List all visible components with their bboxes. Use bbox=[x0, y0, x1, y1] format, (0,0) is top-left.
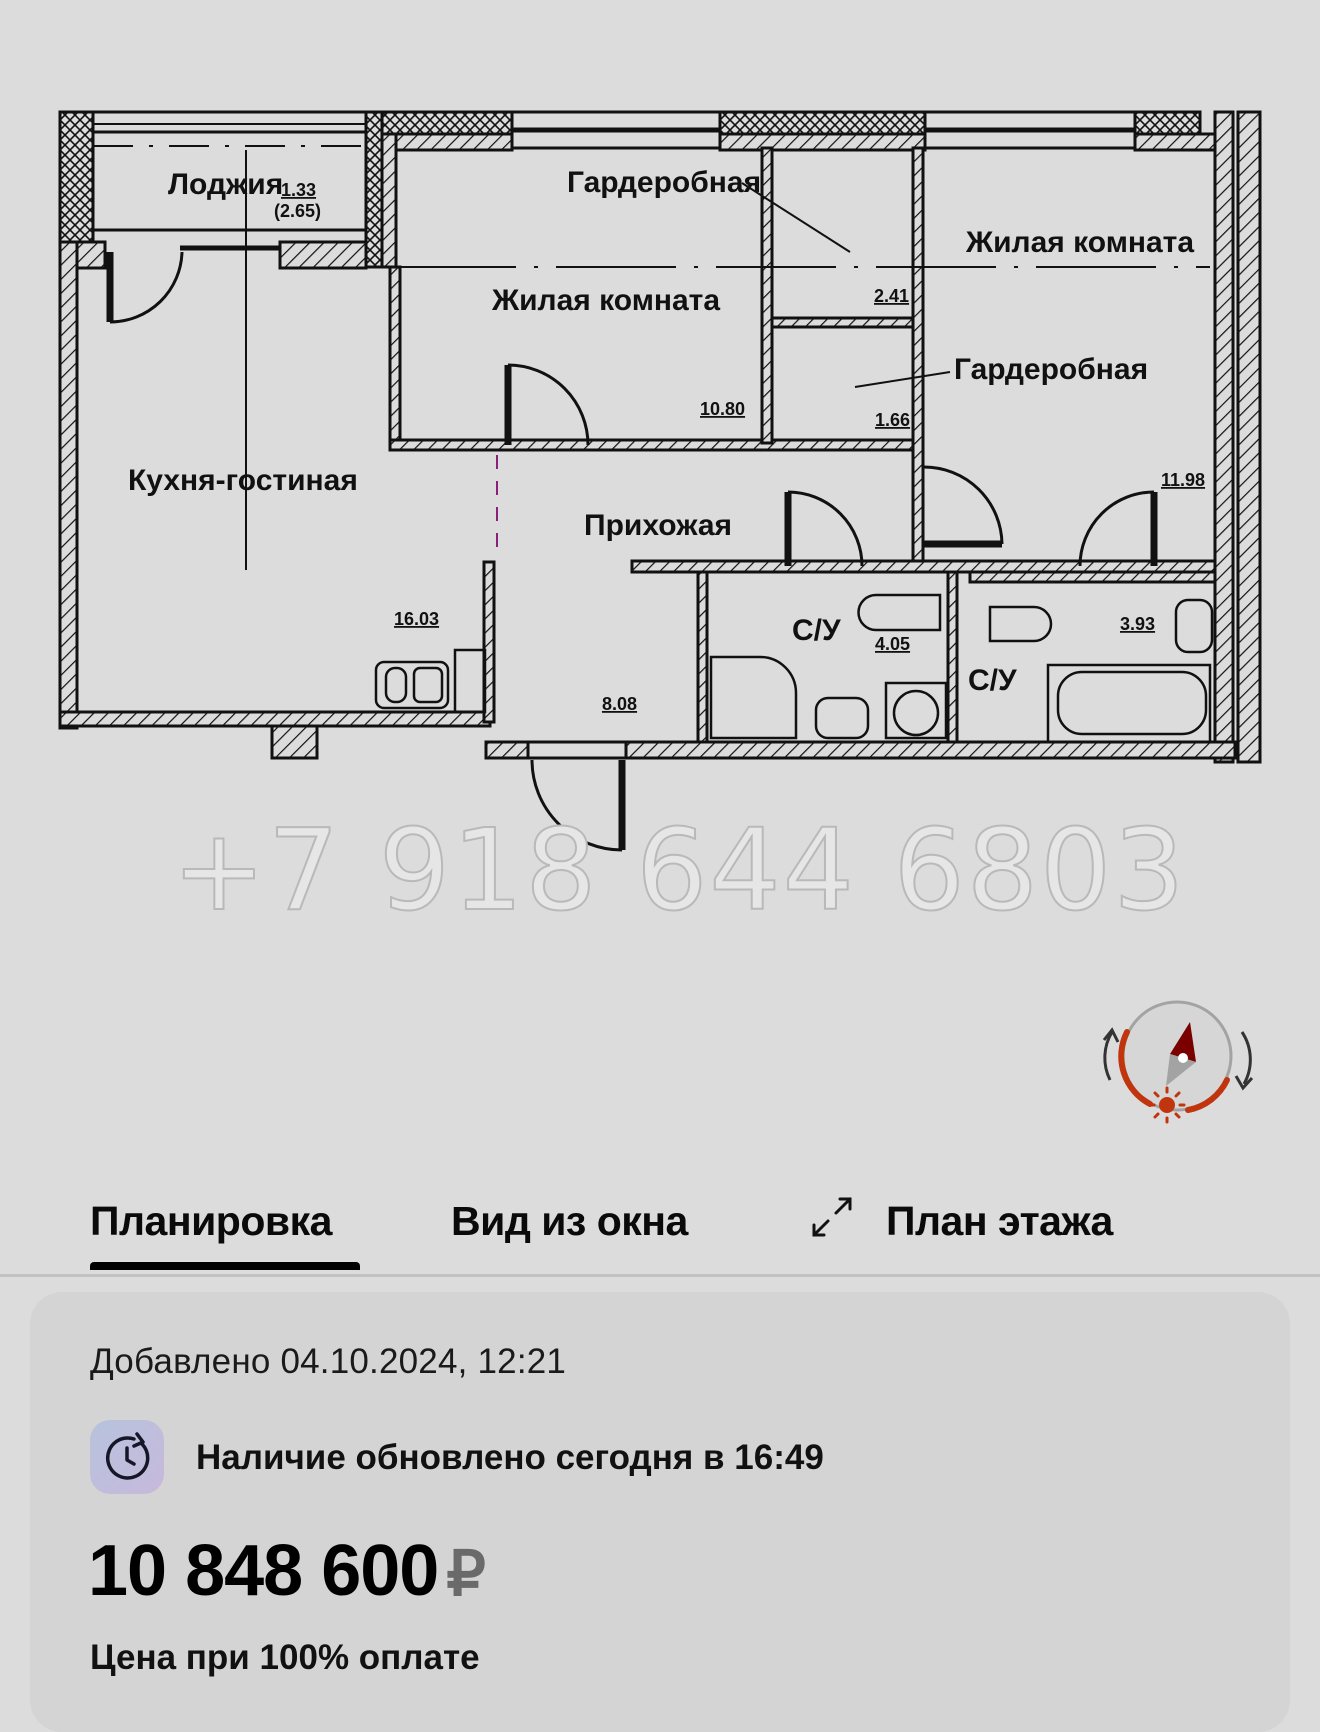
room-bedroom2-label: Жилая комната bbox=[965, 226, 1194, 259]
price-note: Цена при 100% оплате bbox=[90, 1638, 480, 1677]
clock-refresh-icon bbox=[106, 1432, 150, 1480]
phone-watermark: +7 918 644 6803 bbox=[171, 806, 1187, 936]
room-bath2-area: 3.93 bbox=[1120, 614, 1155, 634]
tab-layout[interactable]: Планировка bbox=[90, 1198, 332, 1244]
room-loggia-area-extra: (2.65) bbox=[274, 201, 321, 221]
expand-icon[interactable] bbox=[808, 1193, 856, 1241]
room-wardrobe1-area: 2.41 bbox=[874, 286, 909, 306]
room-wardrobe2-area: 1.66 bbox=[875, 410, 910, 430]
fixtures bbox=[374, 593, 1214, 744]
room-bedroom1-area: 10.80 bbox=[700, 399, 745, 419]
currency-symbol: ₽ bbox=[446, 1540, 485, 1609]
doors bbox=[93, 145, 1210, 852]
availability-badge bbox=[90, 1420, 164, 1494]
price: 10 848 600₽ bbox=[88, 1530, 486, 1612]
walls bbox=[58, 110, 1262, 764]
room-bath1-area: 4.05 bbox=[875, 634, 910, 654]
room-labels: Лоджия 1.33 (2.65) Кухня-гостиная 16.03 … bbox=[128, 166, 1205, 714]
compass-icon[interactable] bbox=[1092, 992, 1262, 1132]
room-bedroom2-area: 11.98 bbox=[1161, 470, 1205, 490]
tab-bar: Планировка Вид из окна План этажа bbox=[0, 1180, 1320, 1276]
room-loggia-label: Лоджия bbox=[168, 168, 283, 201]
tab-floor-plan[interactable]: План этажа bbox=[886, 1198, 1113, 1244]
tab-active-indicator bbox=[90, 1262, 360, 1270]
floor-plan[interactable]: Лоджия 1.33 (2.65) Кухня-гостиная 16.03 … bbox=[0, 0, 1320, 1000]
room-kitchen-area: 16.03 bbox=[394, 609, 439, 629]
availability-updated: Наличие обновлено сегодня в 16:49 bbox=[196, 1438, 824, 1477]
price-value: 10 848 600 bbox=[88, 1531, 439, 1611]
room-loggia-area: 1.33 bbox=[281, 180, 316, 200]
tab-window-view[interactable]: Вид из окна bbox=[451, 1198, 688, 1244]
room-hallway-label: Прихожая bbox=[584, 509, 732, 542]
room-bath2-label: С/У bbox=[968, 664, 1017, 697]
room-wardrobe1-label: Гардеробная bbox=[567, 166, 761, 199]
room-bath1-label: С/У bbox=[792, 614, 841, 647]
listing-info-card: Добавлено 04.10.2024, 12:21 Наличие обно… bbox=[30, 1292, 1290, 1732]
room-hallway-area: 8.08 bbox=[602, 694, 637, 714]
tab-divider bbox=[0, 1274, 1320, 1277]
added-date: Добавлено 04.10.2024, 12:21 bbox=[90, 1342, 567, 1381]
room-kitchen-label: Кухня-гостиная bbox=[128, 464, 358, 497]
room-wardrobe2-label: Гардеробная bbox=[954, 353, 1148, 386]
room-bedroom1-label: Жилая комната bbox=[491, 284, 720, 317]
